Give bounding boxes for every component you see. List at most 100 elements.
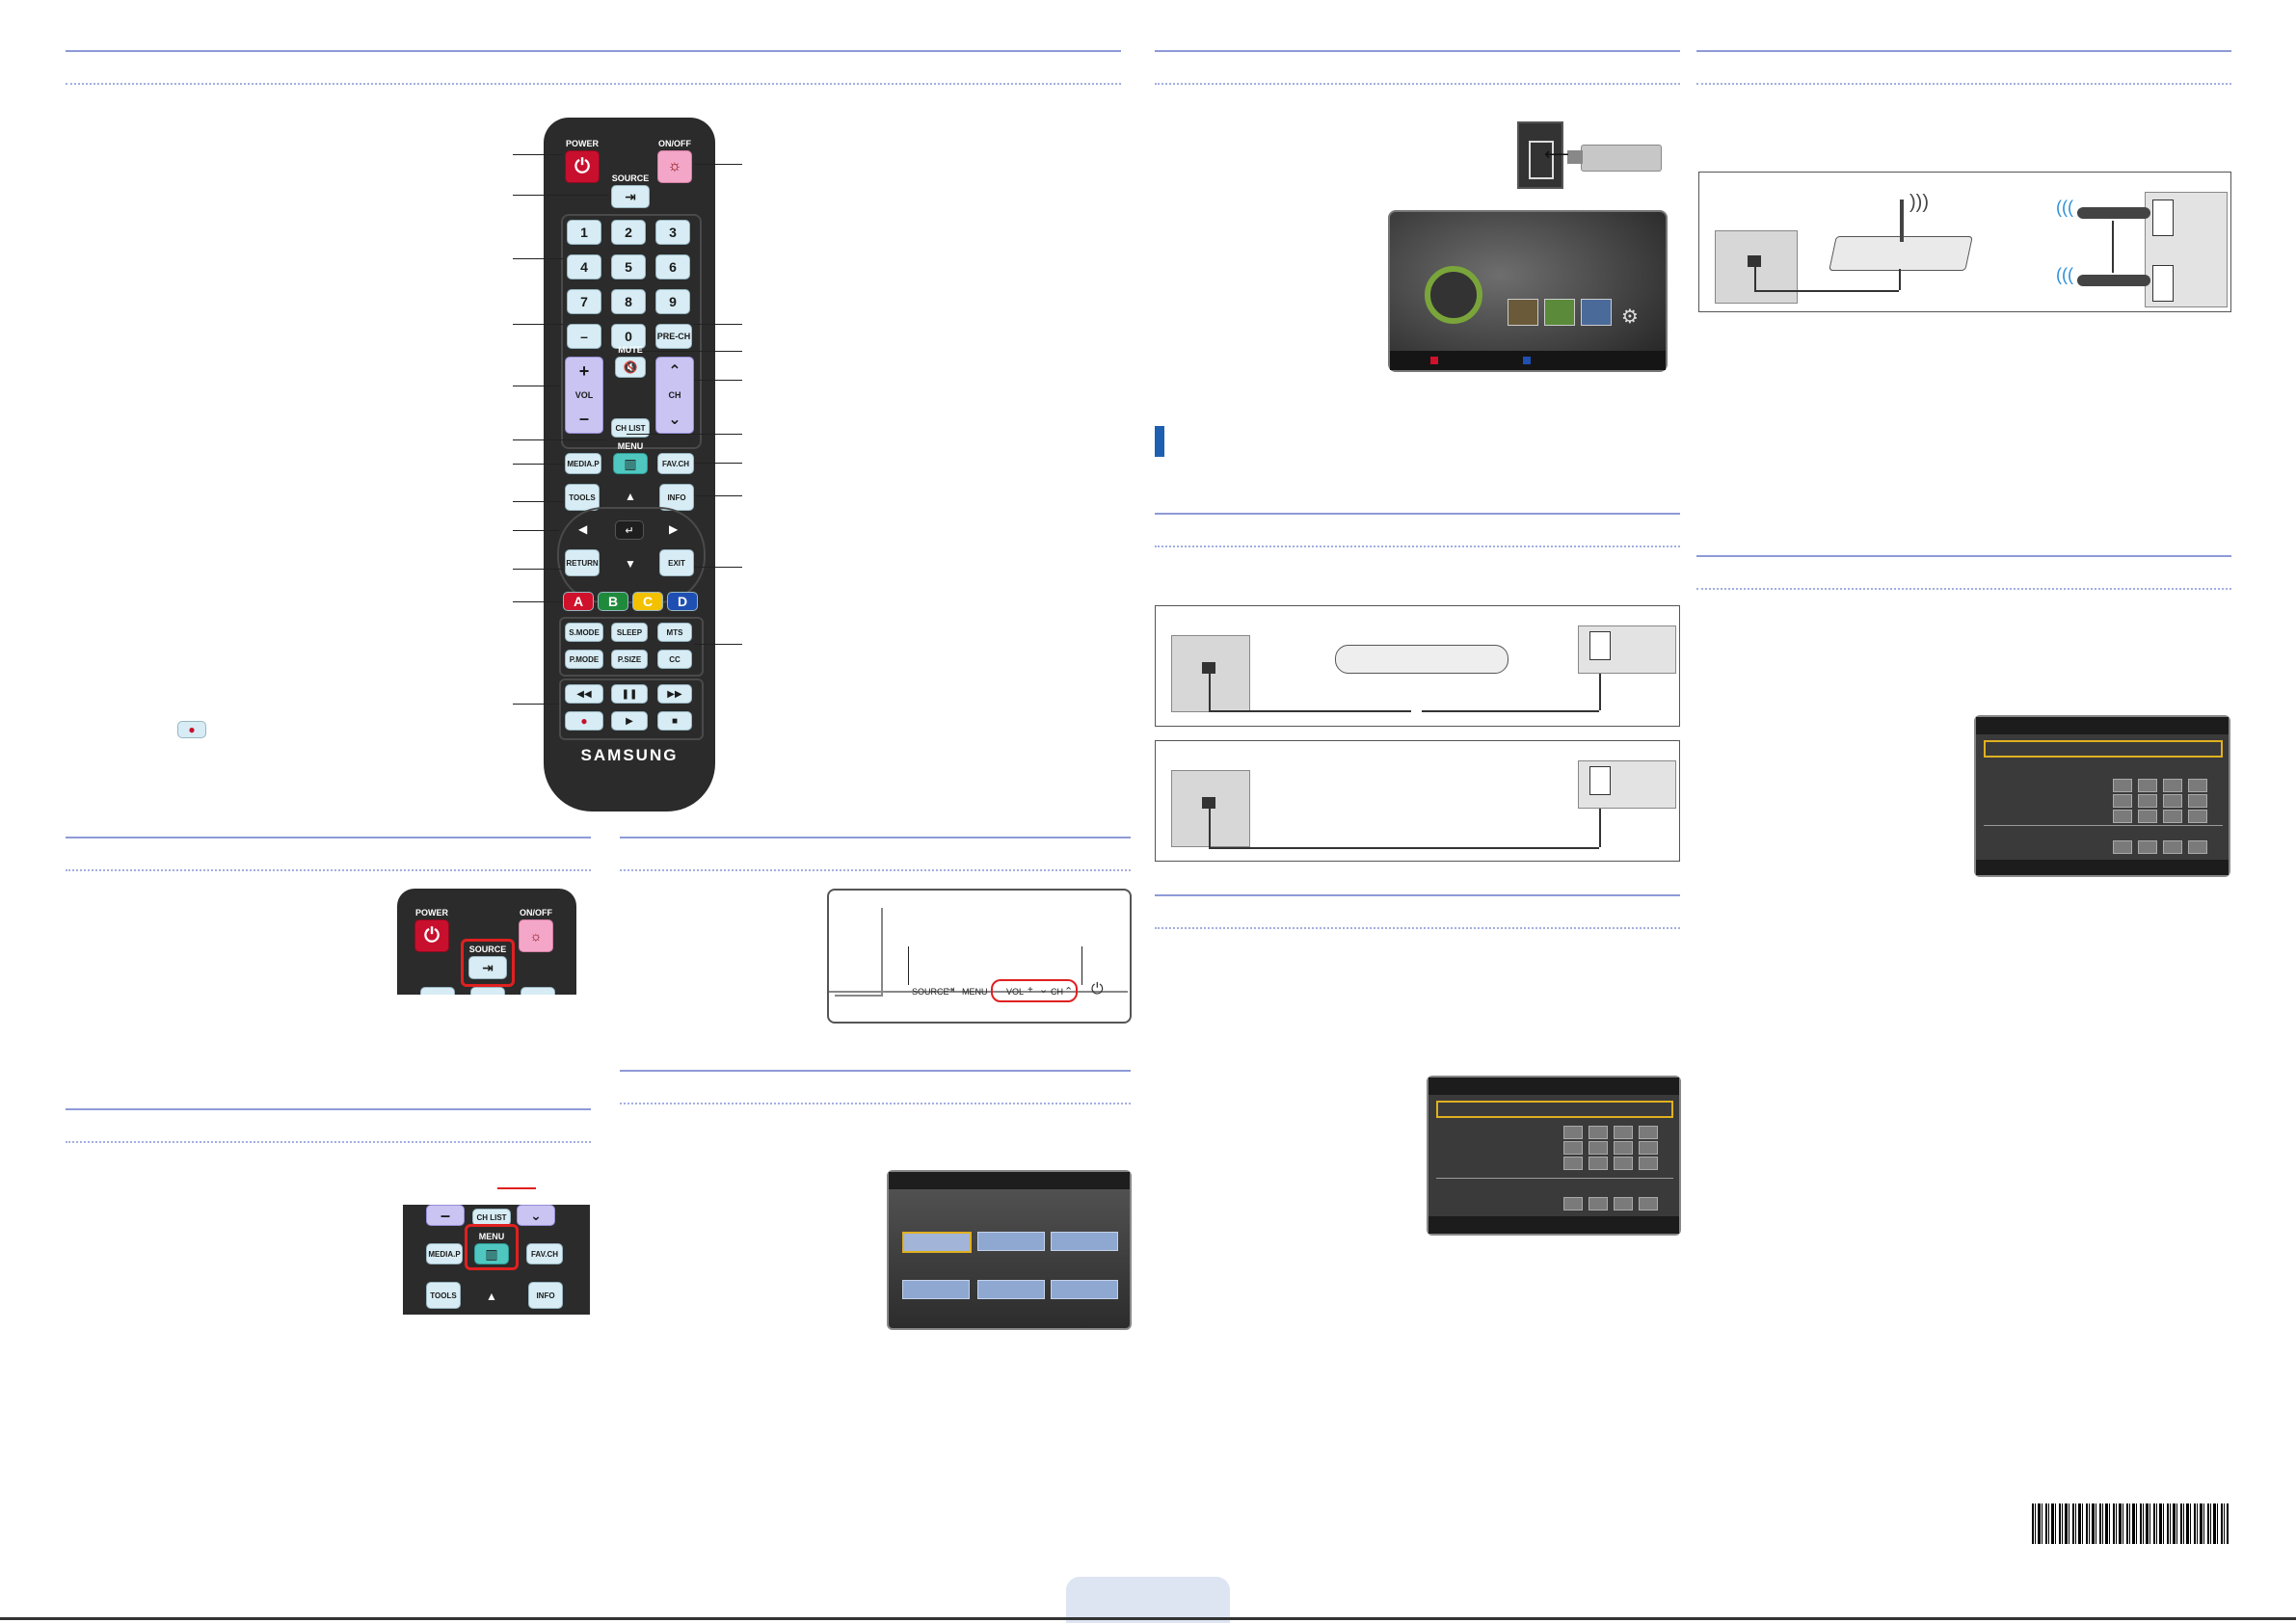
volume-minus-button[interactable]: – <box>426 1205 465 1226</box>
ip-cell[interactable] <box>1639 1157 1658 1170</box>
mediap-button[interactable]: MEDIA.P <box>565 453 601 474</box>
ip-cell[interactable] <box>1589 1157 1608 1170</box>
digit-9[interactable]: 9 <box>655 289 690 314</box>
color-c-button[interactable]: C <box>632 592 663 611</box>
dns-cell[interactable] <box>1563 1197 1583 1211</box>
menu-tile[interactable] <box>902 1280 970 1299</box>
selection-bar[interactable] <box>1436 1101 1673 1118</box>
digit-5[interactable]: 5 <box>611 254 646 279</box>
prech-button[interactable]: PRE-CH <box>655 324 692 349</box>
digit-4[interactable]: 4 <box>567 254 601 279</box>
dns-cell[interactable] <box>1614 1197 1633 1211</box>
network-screen-middle <box>1427 1076 1681 1236</box>
color-d-button[interactable]: D <box>667 592 698 611</box>
enter-button[interactable]: ↵ <box>615 520 644 540</box>
tools-button[interactable]: TOOLS <box>565 484 600 511</box>
menu-button[interactable]: ▥ <box>474 1243 509 1264</box>
selection-bar[interactable] <box>1984 740 2223 758</box>
ip-cell[interactable] <box>2188 810 2207 823</box>
ip-cell[interactable] <box>2138 794 2157 808</box>
tv-vol-plus: + <box>1028 985 1033 996</box>
dns-cell[interactable] <box>1639 1197 1658 1211</box>
ip-cell[interactable] <box>1563 1126 1583 1139</box>
exit-button[interactable]: EXIT <box>659 549 694 576</box>
ip-cell[interactable] <box>1614 1141 1633 1155</box>
ip-cell[interactable] <box>2188 779 2207 792</box>
record-button[interactable]: ● <box>565 711 603 731</box>
arrow-up-icon[interactable]: ▲ <box>625 490 636 503</box>
favch-button[interactable]: FAV.CH <box>526 1243 563 1264</box>
ip-cell[interactable] <box>1639 1141 1658 1155</box>
ip-cell[interactable] <box>1639 1126 1658 1139</box>
ip-cell[interactable] <box>1614 1126 1633 1139</box>
digit-6[interactable]: 6 <box>655 254 690 279</box>
volume-rocker[interactable]: + VOL – <box>565 357 603 434</box>
channel-down-button[interactable]: ⌄ <box>517 1205 555 1226</box>
rewind-button[interactable]: ◀◀ <box>565 684 603 704</box>
favch-button[interactable]: FAV.CH <box>657 453 694 474</box>
source-button[interactable]: ⇥ <box>468 956 507 979</box>
ip-cell[interactable] <box>2113 794 2132 808</box>
power-button[interactable]: ⏻ <box>414 919 449 952</box>
arrow-right-icon[interactable]: ▶ <box>669 522 679 536</box>
stop-button[interactable]: ■ <box>657 711 692 731</box>
psize-button[interactable]: P.SIZE <box>611 650 648 669</box>
ip-cell[interactable] <box>1589 1141 1608 1155</box>
color-b-button[interactable]: B <box>598 592 628 611</box>
ip-cell[interactable] <box>2113 810 2132 823</box>
source-button[interactable]: ⇥ <box>611 185 650 208</box>
mts-button[interactable]: MTS <box>657 623 692 642</box>
arrow-left-icon[interactable]: ◀ <box>578 522 588 536</box>
tools-button[interactable]: TOOLS <box>426 1282 461 1309</box>
dns-cell[interactable] <box>1589 1197 1608 1211</box>
digit-1[interactable]: 1 <box>567 220 601 245</box>
cc-button[interactable]: CC <box>657 650 692 669</box>
digit-8[interactable]: 8 <box>611 289 646 314</box>
mediap-button[interactable]: MEDIA.P <box>426 1243 463 1264</box>
dns-cell[interactable] <box>2163 840 2182 854</box>
channel-rocker[interactable]: ⌃ CH ⌄ <box>655 357 694 434</box>
digit-2[interactable]: 2 <box>611 220 646 245</box>
digit-7[interactable]: 7 <box>567 289 601 314</box>
ip-cell[interactable] <box>1614 1157 1633 1170</box>
ip-cell[interactable] <box>1563 1141 1583 1155</box>
menu-tile[interactable] <box>1051 1232 1118 1251</box>
power-button[interactable]: ⏻ <box>565 150 600 183</box>
dns-cell[interactable] <box>2113 840 2132 854</box>
fastforward-button[interactable]: ▶▶ <box>657 684 692 704</box>
pause-button[interactable]: ❚❚ <box>611 684 648 704</box>
arrow-down-icon[interactable]: ▼ <box>625 557 636 571</box>
dns-cell[interactable] <box>2188 840 2207 854</box>
menu-tile[interactable] <box>1051 1280 1118 1299</box>
info-button[interactable]: INFO <box>659 484 694 511</box>
power-icon[interactable]: ⏻ <box>1091 981 1104 998</box>
ip-cell[interactable] <box>2163 810 2182 823</box>
ip-cell[interactable] <box>1589 1126 1608 1139</box>
dash-button[interactable]: – <box>567 324 601 349</box>
onoff-button[interactable]: ☼ <box>657 150 692 183</box>
ip-cell[interactable] <box>1563 1157 1583 1170</box>
return-button[interactable]: RETURN <box>565 549 600 576</box>
info-button[interactable]: INFO <box>528 1282 563 1309</box>
ip-cell[interactable] <box>2188 794 2207 808</box>
mute-button[interactable]: 🔇 <box>615 357 646 378</box>
chlist-button[interactable]: CH LIST <box>611 418 650 438</box>
digit-0[interactable]: 0 <box>611 324 646 349</box>
ip-cell[interactable] <box>2163 794 2182 808</box>
smode-button[interactable]: S.MODE <box>565 623 603 642</box>
ip-cell[interactable] <box>2138 779 2157 792</box>
digit-3[interactable]: 3 <box>655 220 690 245</box>
menu-tile-selected[interactable] <box>902 1232 972 1253</box>
color-a-button[interactable]: A <box>563 592 594 611</box>
ip-cell[interactable] <box>2113 779 2132 792</box>
menu-tile[interactable] <box>977 1232 1045 1251</box>
sleep-button[interactable]: SLEEP <box>611 623 648 642</box>
pmode-button[interactable]: P.MODE <box>565 650 603 669</box>
menu-button[interactable]: ▥ <box>613 453 648 474</box>
play-button[interactable]: ▶ <box>611 711 648 731</box>
ip-cell[interactable] <box>2138 810 2157 823</box>
onoff-button[interactable]: ☼ <box>519 919 553 952</box>
dns-cell[interactable] <box>2138 840 2157 854</box>
menu-tile[interactable] <box>977 1280 1045 1299</box>
ip-cell[interactable] <box>2163 779 2182 792</box>
